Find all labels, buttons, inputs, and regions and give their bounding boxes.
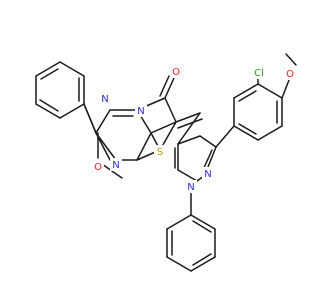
svg-text:N: N: [204, 169, 211, 180]
svg-text:O: O: [94, 162, 102, 173]
thiazole-ring: [136, 97, 177, 161]
svg-text:N: N: [101, 94, 108, 105]
atom-s-ring: S: [154, 145, 166, 158]
molecule-structure: N N N S O O N N: [35, 53, 297, 272]
atom-o-methoxy: O: [284, 67, 296, 80]
atom-cl: Cl: [251, 66, 267, 79]
atom-n-triazine-fused: N: [135, 104, 147, 117]
svg-text:N: N: [112, 160, 119, 171]
atom-labels: N N N S O O N N: [92, 65, 296, 193]
atom-n-pyrazole-1: N: [185, 180, 197, 193]
svg-text:O: O: [286, 69, 294, 80]
carbonyl-upper: [159, 75, 175, 99]
svg-text:N: N: [187, 182, 194, 193]
atom-o-lower: O: [92, 160, 104, 173]
methoxy-substituent: [281, 53, 297, 99]
svg-text:O: O: [172, 67, 180, 78]
svg-text:S: S: [157, 147, 163, 158]
svg-text:N: N: [137, 106, 144, 117]
atom-n-triazine-bottom: N: [110, 158, 122, 171]
atom-n-pyrazole-2: N: [202, 167, 214, 180]
methylidene-bridge: [175, 112, 203, 145]
phenyl-ring-bottom: [166, 189, 216, 272]
svg-text:Cl: Cl: [254, 68, 264, 79]
molecule-canvas: N N N S O O N N: [35, 53, 297, 272]
atom-n-triazine-top: N: [99, 92, 111, 105]
chloromethoxyphenyl-ring: [215, 83, 283, 148]
atom-o-upper: O: [170, 65, 182, 78]
pyrazole-ring: [174, 135, 217, 182]
phenyl-ring-top-left: [35, 61, 85, 119]
